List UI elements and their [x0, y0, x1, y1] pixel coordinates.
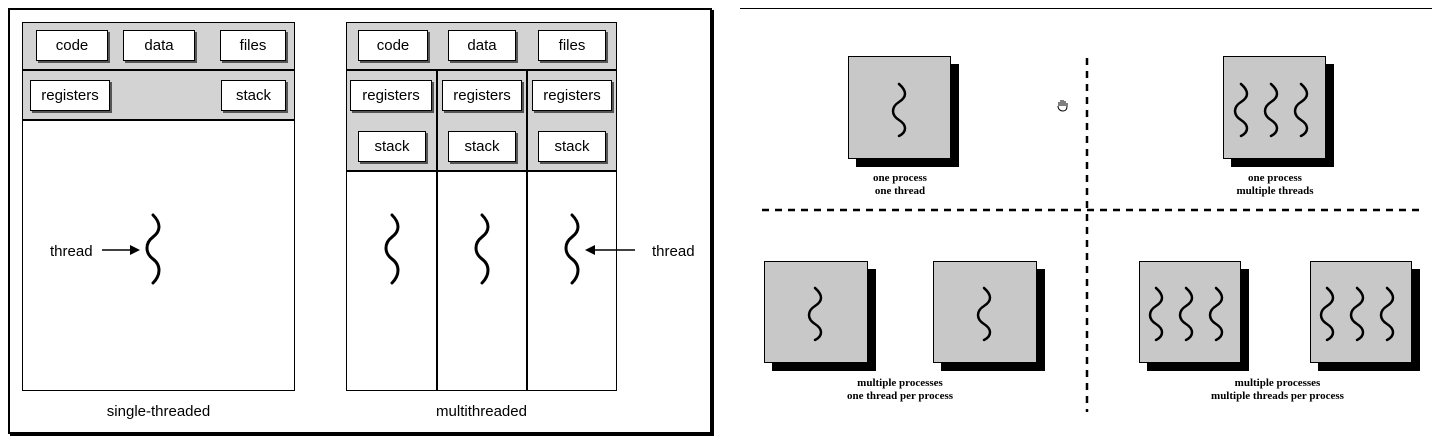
- mt-stack-box-1: stack: [358, 131, 426, 162]
- mt-code-box: code: [358, 30, 428, 61]
- mt-thread-squiggle-3: [564, 213, 580, 285]
- right-figure-top-rule: [740, 8, 1432, 9]
- q1-caption-line1: one process: [873, 172, 927, 184]
- q4-caption-line1: multiple processes: [1234, 377, 1321, 389]
- st-code-box: code: [36, 30, 108, 61]
- st-registers-box: registers: [30, 80, 110, 111]
- mt-caption: multithreaded: [436, 403, 527, 420]
- quadrant-dividers: [762, 58, 1420, 412]
- mt-registers-box-1: registers: [350, 80, 432, 111]
- q2-caption-line1: one process: [1248, 172, 1302, 184]
- mt-stack-box-3: stack: [538, 131, 606, 162]
- q4-caption-line2: multiple threads per process: [1211, 390, 1344, 402]
- mt-thread-squiggle-1: [384, 213, 400, 285]
- thread-squiggle-q3-b: [976, 286, 992, 342]
- q1-caption: one process one thread: [820, 172, 980, 198]
- mt-registers-box-3: registers: [532, 80, 612, 111]
- st-data-box: data: [123, 30, 195, 61]
- q4-caption: multiple processes multiple threads per …: [1170, 377, 1385, 403]
- process-box-q4-b: [1310, 261, 1412, 363]
- thread-squiggles-q4-b: [1319, 286, 1395, 342]
- process-box-q3-b: [933, 261, 1037, 363]
- q3-caption-line2: one thread per process: [846, 390, 954, 402]
- mt-registers-box-2: registers: [442, 80, 522, 111]
- mt-thread-label: thread: [652, 243, 695, 260]
- process-box-q1: [848, 56, 951, 159]
- st-caption: single-threaded: [106, 403, 211, 420]
- mt-thread-squiggle-2: [474, 213, 490, 285]
- st-thread-area: [22, 120, 295, 391]
- st-stack-box: stack: [221, 80, 286, 111]
- st-thread-label: thread: [50, 243, 93, 260]
- mt-thread-area-1: [346, 171, 437, 391]
- mt-data-box: data: [448, 30, 516, 61]
- thread-squiggles-q4-a: [1148, 286, 1224, 342]
- thread-squiggle-q1: [891, 82, 907, 138]
- q2-caption: one process multiple threads: [1195, 172, 1355, 198]
- mt-thread-arrow: [585, 245, 635, 255]
- q3-caption-line1: multiple processes: [857, 377, 943, 389]
- st-thread-arrow: [102, 245, 140, 255]
- q3-caption: multiple processes one thread per proces…: [800, 377, 1000, 403]
- q2-caption-line2: multiple threads: [1236, 185, 1314, 197]
- mt-files-box: files: [538, 30, 606, 61]
- st-thread-squiggle: [145, 213, 161, 285]
- process-box-q4-a: [1139, 261, 1241, 363]
- mt-stack-box-2: stack: [448, 131, 516, 162]
- process-box-q3-a: [764, 261, 868, 363]
- process-box-q2: [1223, 56, 1326, 159]
- q1-caption-line2: one thread: [874, 185, 926, 197]
- st-files-box: files: [220, 30, 286, 61]
- thread-squiggles-q2: [1233, 82, 1309, 138]
- thread-squiggle-q3-a: [807, 286, 823, 342]
- hand-cursor-icon: [1057, 100, 1068, 112]
